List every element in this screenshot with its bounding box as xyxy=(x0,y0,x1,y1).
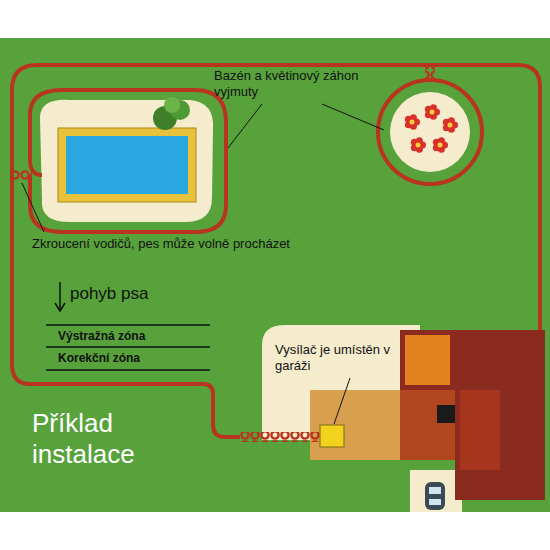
car xyxy=(425,482,445,510)
note-label: Zkroucení vodičů, pes může volně procház… xyxy=(32,236,372,252)
arrow-head xyxy=(55,303,65,311)
note-label: Bazén a květinový záhon vyjmuty xyxy=(214,68,364,99)
flower-center xyxy=(448,123,453,128)
bush xyxy=(153,97,190,130)
boundary-wire xyxy=(12,65,540,437)
twisted-wire xyxy=(240,432,320,442)
twisted-wire xyxy=(425,66,435,80)
caption-label: Příklad instalace xyxy=(32,408,212,470)
leader-line xyxy=(228,104,262,148)
driveway xyxy=(410,470,462,512)
flower-bed xyxy=(390,92,470,172)
lawn xyxy=(0,38,550,512)
pool-border xyxy=(58,128,196,202)
zone-line xyxy=(46,324,210,326)
leader-line xyxy=(22,183,44,232)
pool-surround xyxy=(40,100,213,222)
flower-center xyxy=(410,120,415,125)
zone-label: Korekční zóna xyxy=(58,351,208,365)
pool-wire-loop xyxy=(30,90,226,232)
flower-center xyxy=(430,110,435,115)
leader-line xyxy=(322,104,384,130)
pool-water xyxy=(66,136,188,194)
zone-label: Výstražná zóna xyxy=(58,329,208,343)
direction-label: pohyb psa xyxy=(70,284,210,304)
flower-wire-loop xyxy=(378,80,482,184)
flower-center xyxy=(438,143,443,148)
direction-arrow xyxy=(59,282,61,310)
zone-line xyxy=(46,346,210,348)
leader-line xyxy=(334,378,350,424)
flowers xyxy=(405,104,458,153)
callout-label: Vysílač je umístěn v garáži xyxy=(275,342,405,373)
zone-line xyxy=(46,369,210,371)
transmitter xyxy=(320,425,344,447)
flower-center xyxy=(416,143,421,148)
twisted-wire xyxy=(12,170,32,180)
